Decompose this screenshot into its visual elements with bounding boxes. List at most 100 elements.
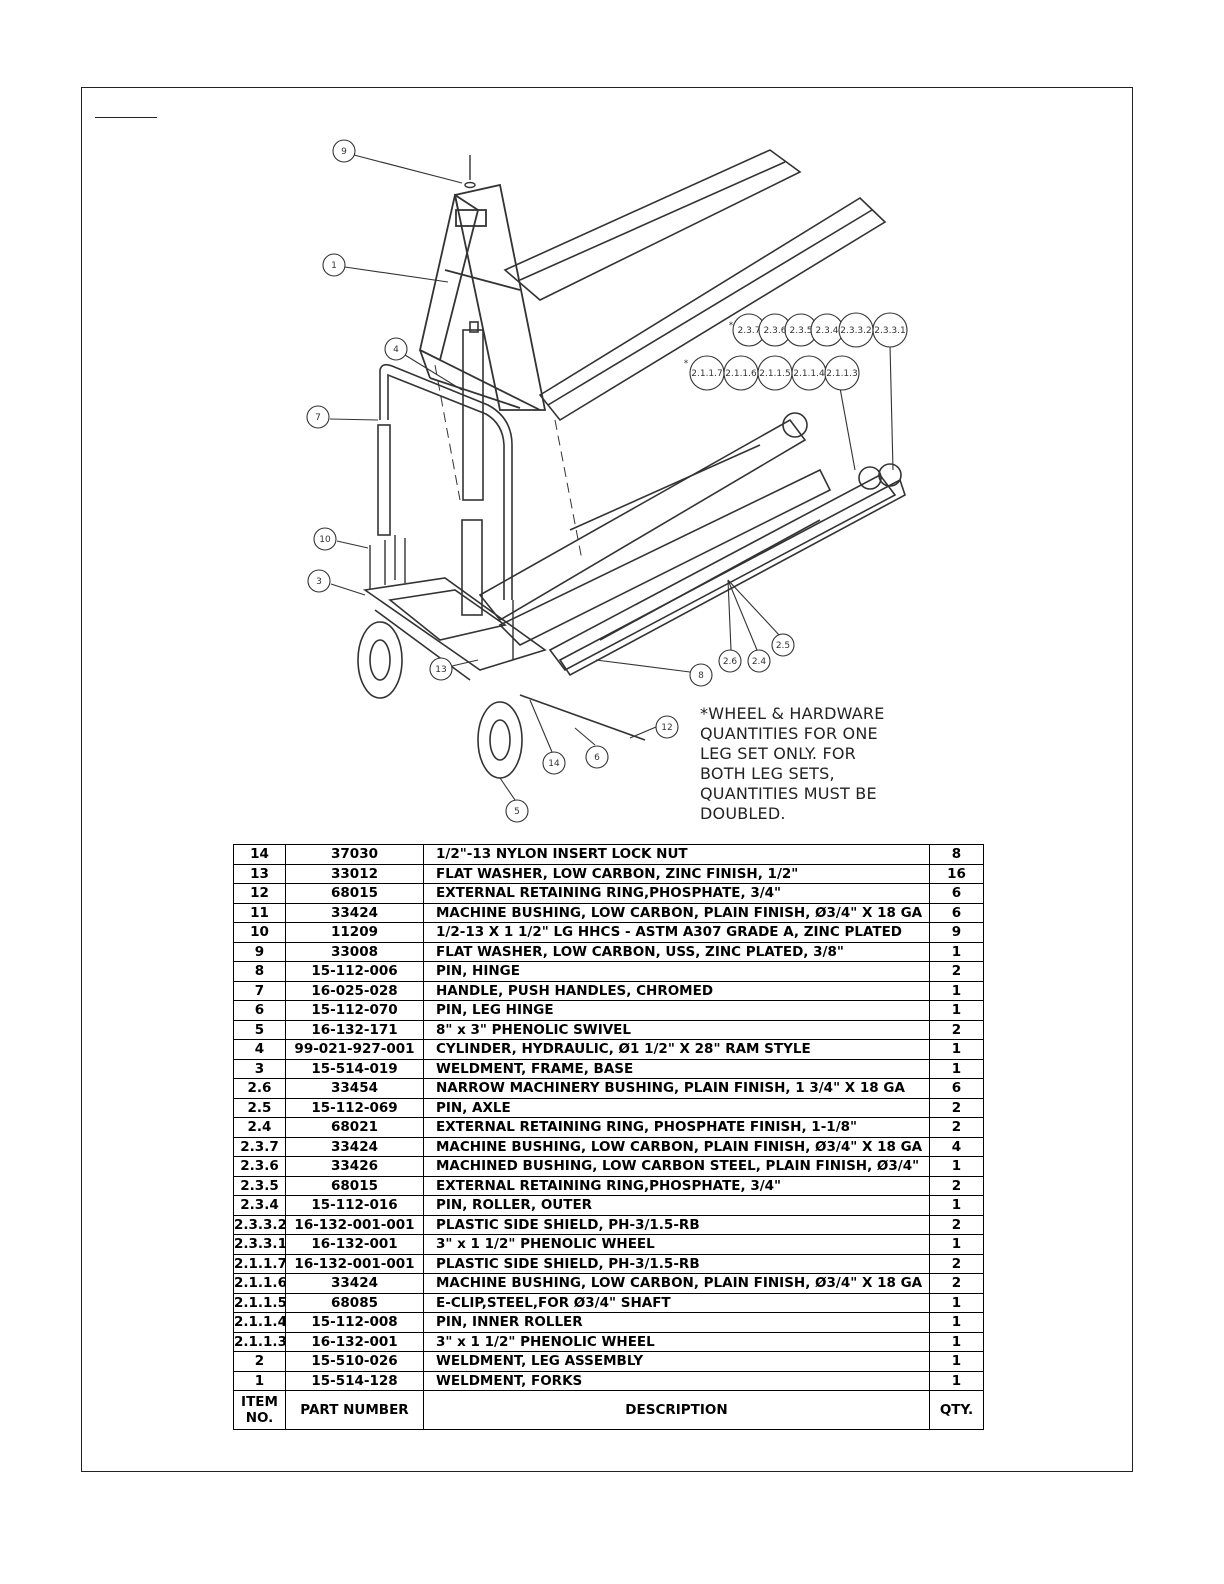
balloon-2.6 (718, 649, 742, 673)
header-item-line: NO. (245, 1410, 274, 1426)
bom-item-no: 8 (233, 961, 286, 982)
balloon-13 (429, 657, 453, 681)
bom-part-number: 99-021-927-001 (285, 1039, 424, 1060)
balloon-label: 2.5 (776, 641, 790, 651)
header-item-no: ITEM NO. (233, 1390, 286, 1430)
bom-description: MACHINE BUSHING, LOW CARBON, PLAIN FINIS… (423, 1273, 930, 1294)
bom-description: 8" x 3" PHENOLIC SWIVEL (423, 1019, 930, 1040)
bom-part-number: 16-132-001-001 (285, 1253, 424, 1274)
bom-qty: 1 (929, 980, 984, 1001)
balloon-label: 2.3.5 (790, 326, 813, 336)
bom-qty: 1 (929, 1234, 984, 1255)
asterisk-mark: * (684, 359, 689, 369)
bom-item-no: 2.1.1.6 (233, 1273, 286, 1294)
hydraulic-cylinder (461, 321, 484, 616)
bom-part-number: 16-132-001 (285, 1234, 424, 1255)
title-rule (95, 117, 157, 118)
bom-part-number: 16-132-001 (285, 1331, 424, 1352)
bom-description: CYLINDER, HYDRAULIC, Ø1 1/2" X 28" RAM S… (423, 1039, 930, 1060)
bom-description: EXTERNAL RETAINING RING,PHOSPHATE, 3/4" (423, 883, 930, 904)
bom-description: NARROW MACHINERY BUSHING, PLAIN FINISH, … (423, 1078, 930, 1099)
bom-item-no: 14 (233, 844, 286, 865)
bom-description: MACHINE BUSHING, LOW CARBON, PLAIN FINIS… (423, 1136, 930, 1157)
balloon-1 (322, 253, 346, 277)
balloon-6 (585, 745, 609, 769)
balloon-label: 4 (393, 345, 399, 355)
balloon-label: 1 (331, 261, 337, 271)
bom-item-no: 2.1.1.5 (233, 1292, 286, 1313)
bom-part-number: 33008 (285, 941, 424, 962)
balloon-3 (307, 569, 331, 593)
bom-qty: 6 (929, 883, 984, 904)
bom-part-number: 15-112-070 (285, 1000, 424, 1021)
bom-description: MACHINE BUSHING, LOW CARBON, PLAIN FINIS… (423, 902, 930, 923)
bom-qty: 2 (929, 1117, 984, 1138)
bom-part-number: 33426 (285, 1156, 424, 1177)
bom-qty: 1 (929, 1156, 984, 1177)
bom-qty: 6 (929, 1078, 984, 1099)
forks (503, 149, 887, 422)
header-qty: QTY. (929, 1390, 984, 1430)
bom-description: WELDMENT, FRAME, BASE (423, 1058, 930, 1079)
bom-qty: 1 (929, 1351, 984, 1372)
bom-item-no: 2.3.3.1 (233, 1234, 286, 1255)
bom-part-number: 15-514-019 (285, 1058, 424, 1079)
dashed-centerlines (434, 364, 583, 561)
balloon-14 (542, 751, 566, 775)
bom-qty: 1 (929, 941, 984, 962)
balloon-label: 2.1.1.4 (793, 369, 825, 379)
balloon-label: 13 (435, 665, 446, 675)
bom-item-no: 2.4 (233, 1117, 286, 1138)
bom-item-no: 13 (233, 863, 286, 884)
bom-description: PIN, AXLE (423, 1097, 930, 1118)
bom-qty: 1 (929, 1331, 984, 1352)
bom-part-number: 15-112-069 (285, 1097, 424, 1118)
bom-description: 1/2"-13 NYLON INSERT LOCK NUT (423, 844, 930, 865)
balloon-label: 7 (315, 413, 321, 423)
bom-item-no: 11 (233, 902, 286, 923)
bom-qty: 16 (929, 863, 984, 884)
base-frame (362, 577, 547, 681)
balloon-label: 2.3.4 (816, 326, 839, 336)
asterisk-mark: * (729, 321, 734, 331)
balloon-5 (505, 799, 529, 823)
bom-item-no: 6 (233, 1000, 286, 1021)
balloon-2.4 (747, 649, 771, 673)
balloon-label: 2.4 (752, 657, 767, 667)
bom-qty: 1 (929, 1312, 984, 1333)
bom-qty: 2 (929, 1273, 984, 1294)
bom-item-no: 2.1.1.7 (233, 1253, 286, 1274)
bom-item-no: 2.3.4 (233, 1195, 286, 1216)
bom-item-no: 7 (233, 980, 286, 1001)
note-line: *WHEEL & HARDWARE (700, 704, 885, 723)
balloon-2.5 (771, 633, 795, 657)
bom-part-number: 33424 (285, 1273, 424, 1294)
bom-qty: 4 (929, 1136, 984, 1157)
bom-qty: 8 (929, 844, 984, 865)
bom-description: 1/2-13 X 1 1/2" LG HHCS - ASTM A307 GRAD… (423, 922, 930, 943)
bom-part-number: 15-112-016 (285, 1195, 424, 1216)
balloon-label: 8 (698, 671, 704, 681)
balloon-label: 6 (594, 753, 600, 763)
bom-description: PLASTIC SIDE SHIELD, PH-3/1.5-RB (423, 1214, 930, 1235)
balloon-4 (384, 337, 408, 361)
bom-qty: 2 (929, 1253, 984, 1274)
balloon-12 (655, 715, 679, 739)
bom-item-no: 2.6 (233, 1078, 286, 1099)
bom-description: MACHINED BUSHING, LOW CARBON STEEL, PLAI… (423, 1156, 930, 1177)
balloon-label: 2.3.3.2 (840, 326, 872, 336)
balloon-2.1.1.3 (824, 355, 860, 391)
